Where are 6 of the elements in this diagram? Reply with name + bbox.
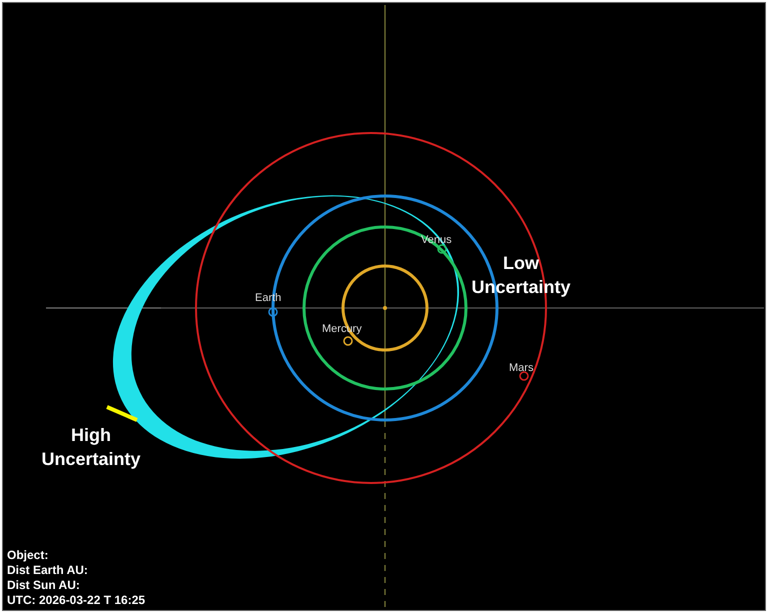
annotation-label: High Uncertainty [40,424,142,471]
info-text: UTC: 2026-03-22 T 16:25 [7,593,146,607]
info-text: Dist Sun AU: [7,578,80,592]
info-text: Dist Earth AU: [7,563,88,577]
planet-label: Mars [509,362,534,374]
info-text: Object: [7,548,48,562]
